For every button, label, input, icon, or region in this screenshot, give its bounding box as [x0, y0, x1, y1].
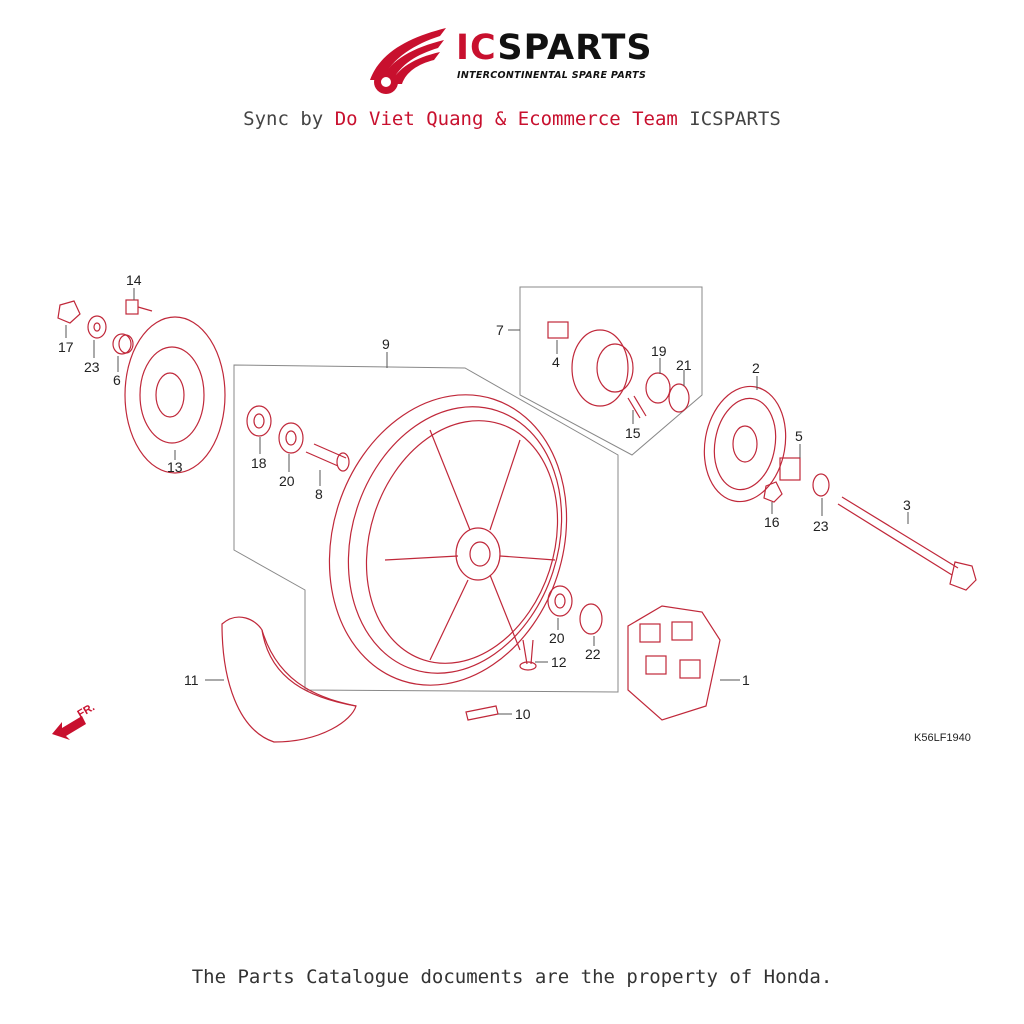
callout-18: 18 [251, 455, 267, 471]
callout-22: 22 [585, 646, 601, 662]
rear-wheel [328, 394, 568, 686]
callout-16: 16 [764, 514, 780, 530]
callout-17: 17 [58, 339, 74, 355]
balance-weight [465, 705, 499, 721]
callout-9: 9 [382, 336, 390, 352]
sync-author: Do Viet Quang & Ecommerce Team [334, 108, 678, 130]
callout-7: 7 [496, 322, 504, 338]
callout-23a: 23 [84, 359, 100, 375]
callout-23b: 23 [813, 518, 829, 534]
hub-assembly [547, 321, 690, 419]
hardware-lower [519, 585, 603, 671]
callout-8: 8 [315, 486, 323, 502]
brand-prefix: IC [456, 28, 498, 68]
hardware-right [763, 457, 977, 591]
sync-suffix: ICSPARTS [677, 108, 781, 130]
wing-logo-icon [370, 28, 446, 94]
callout-3: 3 [903, 497, 911, 513]
callout-20a: 20 [279, 473, 295, 489]
callout-13: 13 [167, 459, 183, 475]
callout-15: 15 [625, 425, 641, 441]
callout-21: 21 [676, 357, 692, 373]
brake-disc [124, 316, 226, 474]
hardware-left [57, 299, 153, 355]
callout-2: 2 [752, 360, 760, 376]
callout-12: 12 [551, 654, 567, 670]
diagram-code: K56LF1940 [914, 732, 971, 744]
sync-credit: Sync by Do Viet Quang & Ecommerce Team I… [0, 108, 1024, 130]
sync-prefix: Sync by [243, 108, 335, 130]
callout-6: 6 [113, 372, 121, 388]
callout-11: 11 [184, 672, 199, 688]
callout-1: 1 [742, 672, 750, 688]
group-outlines [233, 286, 703, 693]
sprocket [703, 385, 787, 503]
brand-suffix: SPARTS [497, 28, 653, 68]
dampers [627, 605, 721, 721]
callout-19: 19 [651, 343, 667, 359]
callout-20b: 20 [549, 630, 565, 646]
brand-name: ICSPARTS [456, 28, 653, 68]
callout-4: 4 [552, 354, 560, 370]
callout-5: 5 [795, 428, 803, 444]
footer-notice: The Parts Catalogue documents are the pr… [191, 966, 833, 988]
front-arrow-icon: FR. [52, 701, 97, 740]
callout-10: 10 [515, 706, 531, 722]
brand-tagline: INTERCONTINENTAL SPARE PARTS [457, 70, 647, 81]
mudguard [221, 616, 357, 743]
callout-14: 14 [126, 272, 142, 288]
bearings-left [246, 405, 350, 472]
front-marker: FR. [76, 701, 97, 720]
